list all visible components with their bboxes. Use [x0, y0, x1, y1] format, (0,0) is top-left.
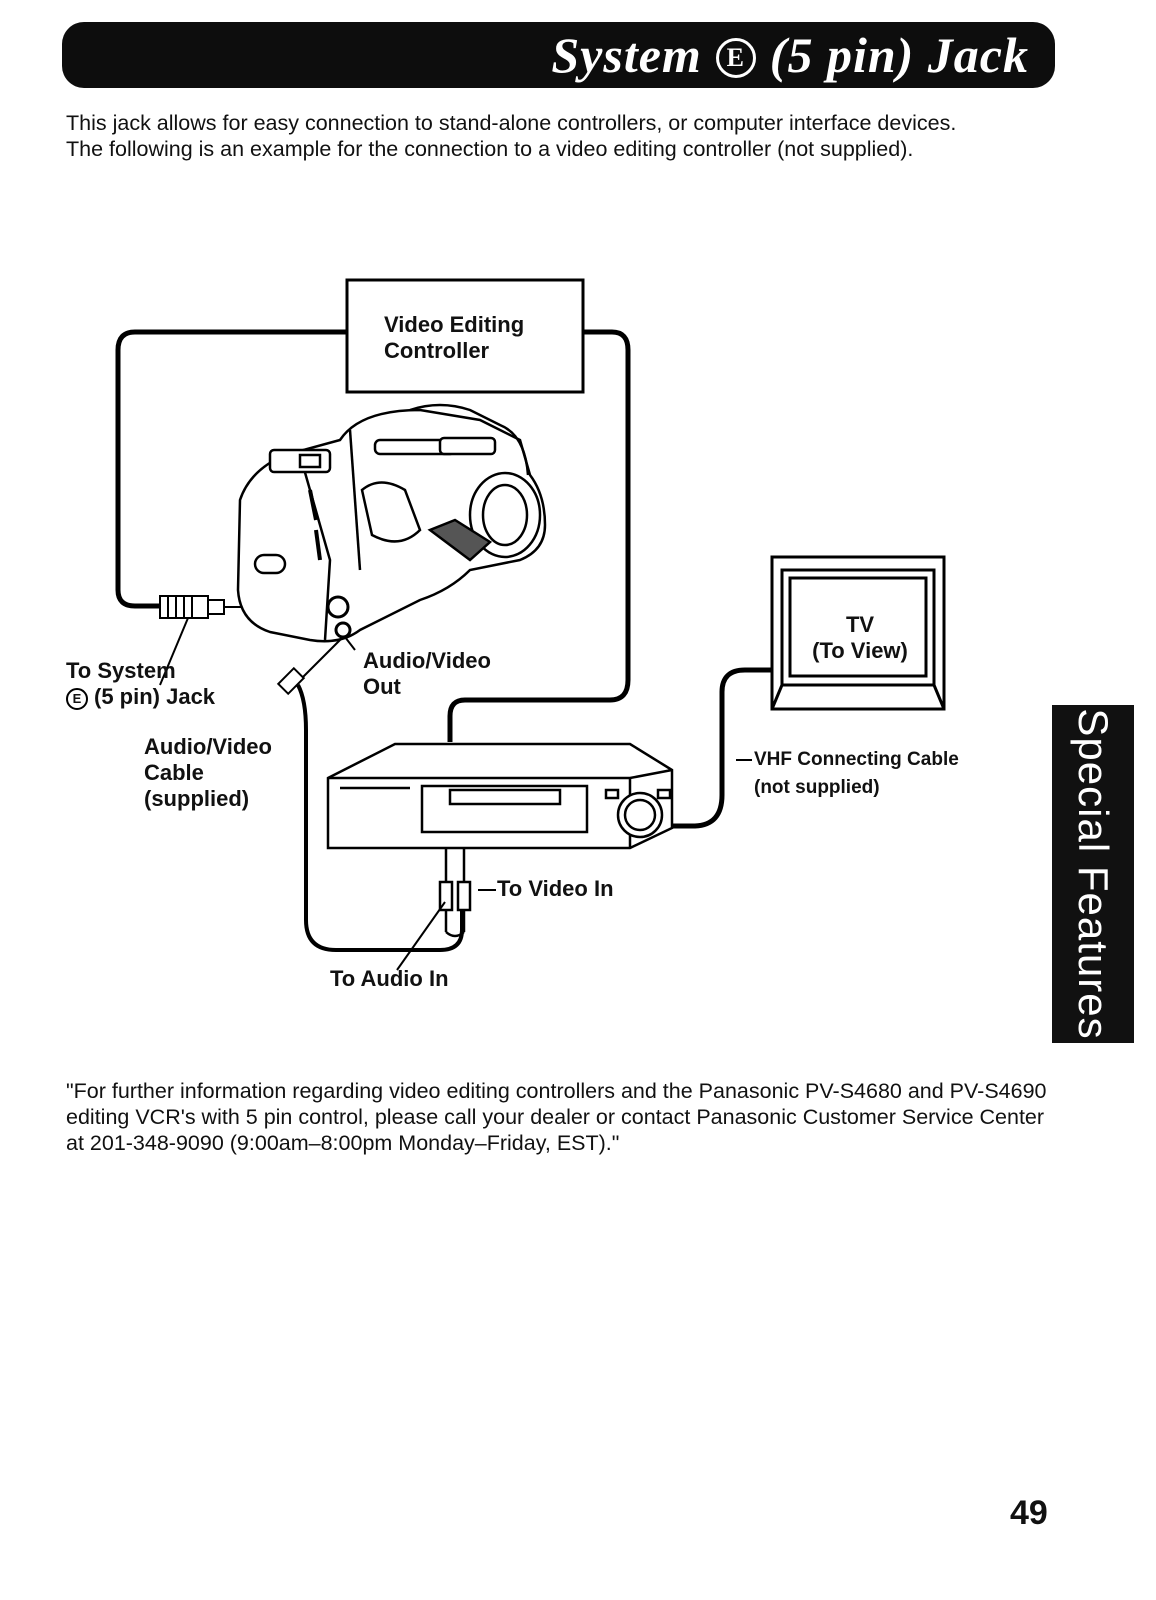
page-title: System E (5 pin) Jack — [551, 26, 1029, 84]
av-out-line-1: Audio/Video — [363, 648, 491, 673]
vcr-illustration — [326, 742, 674, 850]
system-circle-e-icon: E — [66, 688, 88, 710]
connection-diagram: Video Editing Controller TV (To View) To… — [0, 260, 1156, 1020]
tv-illustration — [770, 555, 946, 711]
footnote-text: "For further information regarding video… — [66, 1079, 1047, 1155]
vhf-cable — [672, 667, 772, 829]
controller-label-line-1: Video Editing — [384, 312, 525, 337]
vhf-cable-label: VHF Connecting Cable (not supplied) — [754, 746, 959, 802]
controller-label: Video Editing Controller — [384, 312, 524, 364]
controller-to-camera-cable — [115, 329, 347, 609]
page-number: 49 — [1010, 1494, 1048, 1532]
to-system-jack-line-2-text: (5 pin) Jack — [94, 684, 216, 709]
av-out-leader — [344, 636, 356, 651]
intro-text: This jack allows for easy connection to … — [66, 110, 1066, 162]
av-out-line-2: Out — [363, 674, 401, 699]
rca-plugs — [438, 848, 472, 938]
controller-label-line-2: Controller — [384, 338, 490, 363]
to-system-jack-line-1: To System — [66, 658, 176, 683]
camcorder-illustration — [236, 403, 547, 643]
av-cable-label: Audio/Video Cable (supplied) — [144, 734, 272, 812]
vhf-cable-line-1: VHF Connecting Cable — [754, 749, 959, 770]
diagram-svg — [115, 278, 946, 971]
intro-line-1: This jack allows for easy connection to … — [66, 111, 957, 135]
circle-e-symbol: E — [715, 38, 756, 78]
audio-in-leader — [396, 901, 446, 971]
section-side-tab: Special Features — [1052, 705, 1134, 1043]
av-cable — [296, 684, 464, 952]
controller-box — [345, 278, 585, 394]
system-jack-leader — [159, 617, 189, 686]
tv-label-line-1: TV — [845, 612, 875, 637]
to-system-jack-line-2: E (5 pin) Jack — [66, 684, 215, 710]
av-cable-line-3: (supplied) — [144, 786, 250, 811]
vhf-cable-line-2: (not supplied) — [754, 777, 880, 798]
side-tab-label: Special Features — [1070, 708, 1117, 1040]
system-jack — [326, 595, 350, 619]
to-audio-in-label: To Audio In — [330, 966, 449, 991]
intro-line-2: The following is an example for the conn… — [66, 137, 914, 161]
to-video-in-label: To Video In — [497, 876, 614, 901]
av-cable-plug-lead — [299, 636, 344, 681]
title-banner: System E (5 pin) Jack — [62, 22, 1055, 88]
tv-label: TV (To View) — [800, 612, 920, 664]
av-cable-line-2: Cable — [144, 760, 204, 785]
tv-label-line-2: (To View) — [812, 638, 908, 663]
title-text-after: (5 pin) Jack — [769, 27, 1029, 83]
controller-to-vcr-cable — [447, 329, 631, 742]
av-out-label: Audio/Video Out — [363, 648, 491, 700]
to-system-jack-label: To System E (5 pin) Jack — [66, 658, 215, 710]
av-cable-line-1: Audio/Video — [144, 734, 272, 759]
title-text-before: System — [551, 27, 702, 83]
av-out-jack — [334, 621, 352, 639]
